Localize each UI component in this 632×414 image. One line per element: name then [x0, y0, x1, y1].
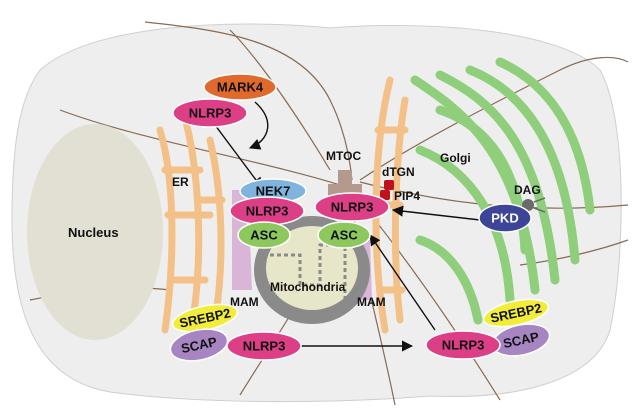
dag-lipid	[522, 197, 546, 213]
label-nucleus: Nucleus	[68, 225, 119, 240]
protein-nlrp3-center-right: NLRP3	[314, 192, 390, 222]
svg-text:NLRP3: NLRP3	[331, 200, 374, 215]
arrow-pkd-to-nlrp3	[391, 205, 481, 221]
svg-text:MARK4: MARK4	[217, 80, 264, 95]
interaction-arrows	[214, 101, 481, 352]
svg-text:ASC: ASC	[250, 228, 278, 243]
protein-pkd: PKD	[478, 203, 532, 233]
protein-asc-left: ASC	[237, 221, 291, 249]
label-golgi: Golgi	[440, 151, 471, 165]
svg-text:NLRP3: NLRP3	[246, 204, 289, 219]
label-mitochondria: Mitochondria	[270, 280, 346, 294]
protein-nlrp3-top: NLRP3	[172, 98, 248, 128]
label-dtgn: dTGN	[382, 165, 415, 179]
protein-scap-right: SCAP	[491, 323, 551, 357]
dtgn-vesicles	[380, 180, 394, 200]
svg-text:NEK7: NEK7	[256, 184, 291, 199]
protein-mark4: MARK4	[203, 73, 277, 101]
protein-scap-left: SCAP	[169, 328, 229, 362]
svg-text:PKD: PKD	[491, 211, 518, 226]
protein-nlrp3-center-left: NLRP3	[229, 196, 305, 226]
protein-asc-right: ASC	[317, 221, 371, 249]
arrow-bottomright-to-center	[369, 234, 436, 331]
label-pip4: PIP4	[394, 189, 420, 203]
arrow-top-to-center	[214, 124, 263, 189]
svg-text:SCAP: SCAP	[180, 334, 219, 356]
label-dag: DAG	[514, 183, 541, 197]
label-mam-right: MAM	[357, 295, 386, 309]
nucleus	[27, 124, 163, 340]
golgi-apparatus	[410, 57, 595, 325]
label-er: ER	[172, 175, 189, 189]
svg-text:ASC: ASC	[330, 228, 358, 243]
svg-text:NLRP3: NLRP3	[189, 106, 232, 121]
svg-text:SCAP: SCAP	[502, 329, 541, 351]
svg-text:NLRP3: NLRP3	[442, 338, 485, 353]
protein-nlrp3-bottom-right: NLRP3	[425, 330, 501, 360]
protein-nlrp3-bottom-left: NLRP3	[226, 331, 302, 361]
svg-text:NLRP3: NLRP3	[243, 339, 286, 354]
label-mtoc: MTOC	[326, 149, 361, 163]
label-mam-left: MAM	[230, 295, 259, 309]
arrow-mark4-to-nlrp3	[248, 101, 269, 150]
